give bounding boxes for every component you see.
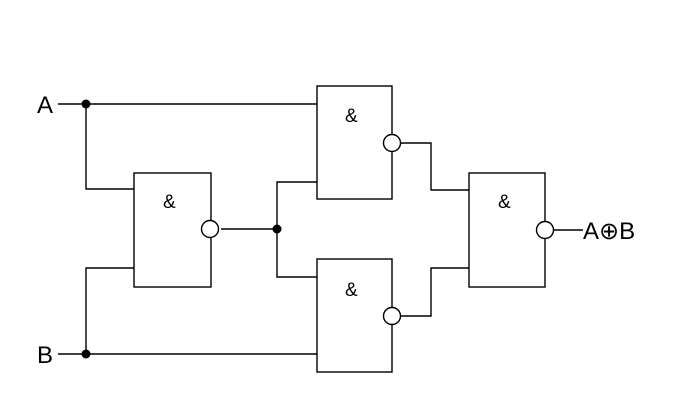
gate-body <box>468 172 546 288</box>
junction-dot-mid <box>272 224 282 234</box>
wire-b-to-first-gate <box>85 267 134 354</box>
nand-gate-first: & <box>133 172 220 288</box>
gate-body <box>316 258 393 373</box>
input-label-b: B <box>37 342 53 369</box>
wire-mid-to-bottom-gate <box>276 229 317 278</box>
gate-symbol: & <box>345 106 358 127</box>
inversion-bubble <box>382 133 402 153</box>
junction-dot-a <box>81 99 91 109</box>
wire-mid-to-top-gate <box>276 181 317 229</box>
gate-symbol: & <box>163 192 176 213</box>
nand-gate-final: & <box>468 172 555 288</box>
inversion-bubble <box>535 220 555 240</box>
output-label: A⊕B <box>583 218 635 245</box>
gate-body <box>133 172 212 288</box>
nand-gate-bottom: & <box>316 258 402 373</box>
input-label-a: A <box>37 92 53 119</box>
wire-bottom-gate-to-final-gate <box>401 267 469 317</box>
junction-dot-b <box>81 349 91 359</box>
inversion-bubble <box>200 219 220 239</box>
inversion-bubble <box>382 306 402 326</box>
gate-symbol: & <box>498 192 511 213</box>
gate-body <box>316 85 393 200</box>
gate-symbol: & <box>345 280 358 301</box>
nand-gate-top: & <box>316 85 402 200</box>
wire-a-to-first-gate <box>85 104 134 190</box>
wire-top-gate-to-final-gate <box>401 142 469 191</box>
